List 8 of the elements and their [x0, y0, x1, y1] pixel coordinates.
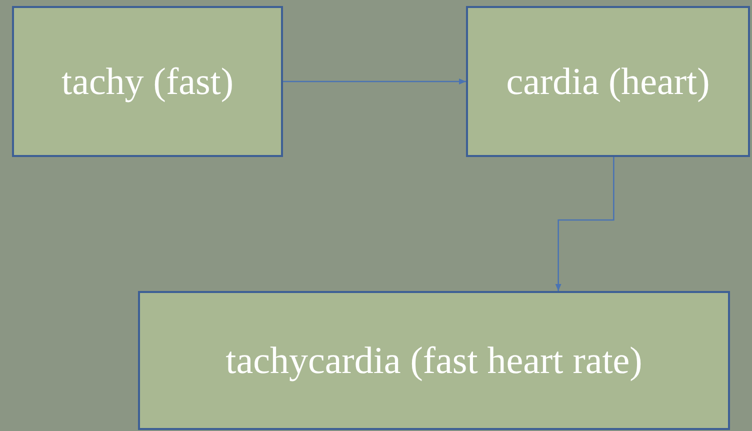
term-text: cardia (heart): [506, 60, 710, 104]
arrow: [555, 157, 614, 291]
term-box: [138, 291, 730, 430]
arrow: [283, 78, 466, 84]
term-text: tachycardia (fast heart rate): [226, 338, 642, 382]
term-box: [12, 6, 283, 157]
term-box: [466, 6, 750, 157]
term-text: tachy (fast): [62, 60, 234, 104]
